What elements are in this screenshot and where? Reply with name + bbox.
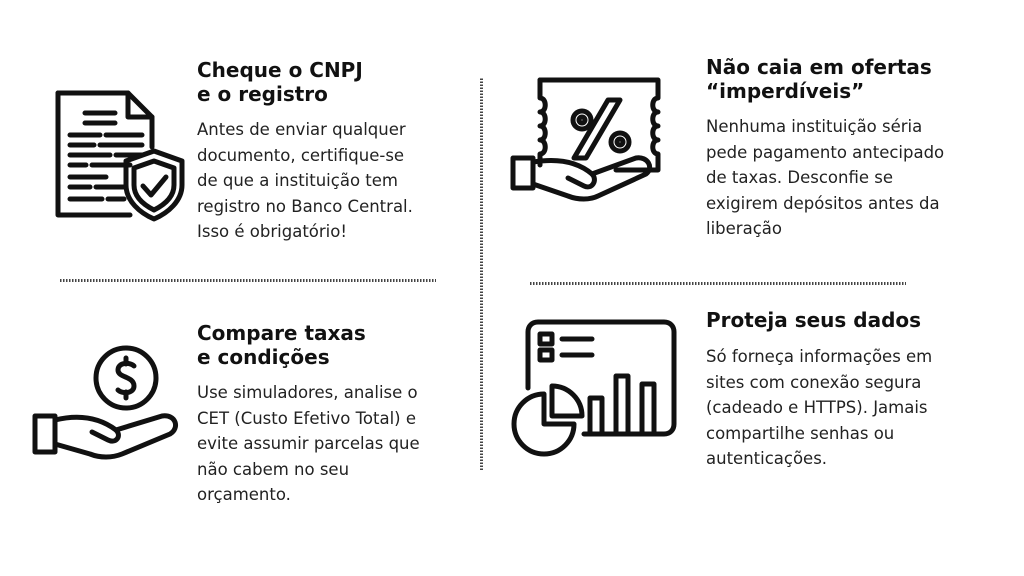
card-title: Compare taxas e condições [197, 321, 366, 369]
title-line: Não caia em ofertas [706, 55, 932, 79]
card-body: Só forneça informações em sites com cone… [706, 344, 932, 472]
body-line: orçamento. [197, 485, 291, 504]
body-line: Use simuladores, analise o [197, 383, 418, 402]
document-shield-check-icon [55, 90, 185, 222]
body-line: (cadeado e HTTPS). Jamais [706, 398, 928, 417]
body-line: compartilhe senhas ou [706, 423, 895, 443]
body-line: não cabem no seu [197, 459, 350, 479]
body-line: CET (Custo Efetivo Total) e [197, 408, 417, 428]
body-line: pede pagamento antecipado [706, 142, 945, 162]
body-line: Nenhuma instituição séria [706, 117, 923, 136]
body-line: registro no Banco Central. [197, 196, 413, 216]
body-line: de taxas. Desconfie se [706, 168, 894, 187]
horizontal-divider-right [530, 282, 906, 285]
body-line: de que a instituição tem [197, 171, 398, 190]
hand-percent-ticket-icon [510, 77, 661, 202]
horizontal-divider-left [60, 279, 436, 282]
card-title: Cheque o CNPJ e o registro [197, 58, 363, 106]
body-line: Isso é obrigatório! [197, 222, 347, 241]
card-body: Nenhuma instituição séria pede pagamento… [706, 114, 944, 242]
hand-dollar-coin-icon [32, 345, 179, 460]
dashboard-chart-icon [511, 319, 677, 457]
body-line: liberação [706, 219, 782, 238]
title-line: Compare taxas [197, 321, 366, 345]
body-line: sites com conexão segura [706, 372, 922, 392]
body-line: Só forneça informações em [706, 347, 933, 366]
title-line: Cheque o CNPJ [197, 58, 363, 82]
card-body: Use simuladores, analise o CET (Custo Ef… [197, 380, 420, 508]
body-line: autenticações. [706, 449, 828, 468]
body-line: documento, certifique-se [197, 145, 405, 165]
body-line: exigirem depósitos antes da [706, 193, 940, 213]
card-title: Proteja seus dados [706, 308, 921, 332]
title-line: “imperdíveis” [706, 79, 865, 103]
body-line: Antes de enviar qualquer [197, 120, 406, 139]
card-body: Antes de enviar qualquer documento, cert… [197, 117, 413, 245]
vertical-divider [480, 78, 483, 470]
title-line: Proteja seus dados [706, 308, 922, 332]
title-line: e condições [197, 345, 330, 369]
card-title: Não caia em ofertas “imperdíveis” [706, 55, 932, 103]
title-line: e o registro [197, 82, 328, 106]
body-line: evite assumir parcelas que [197, 434, 420, 453]
